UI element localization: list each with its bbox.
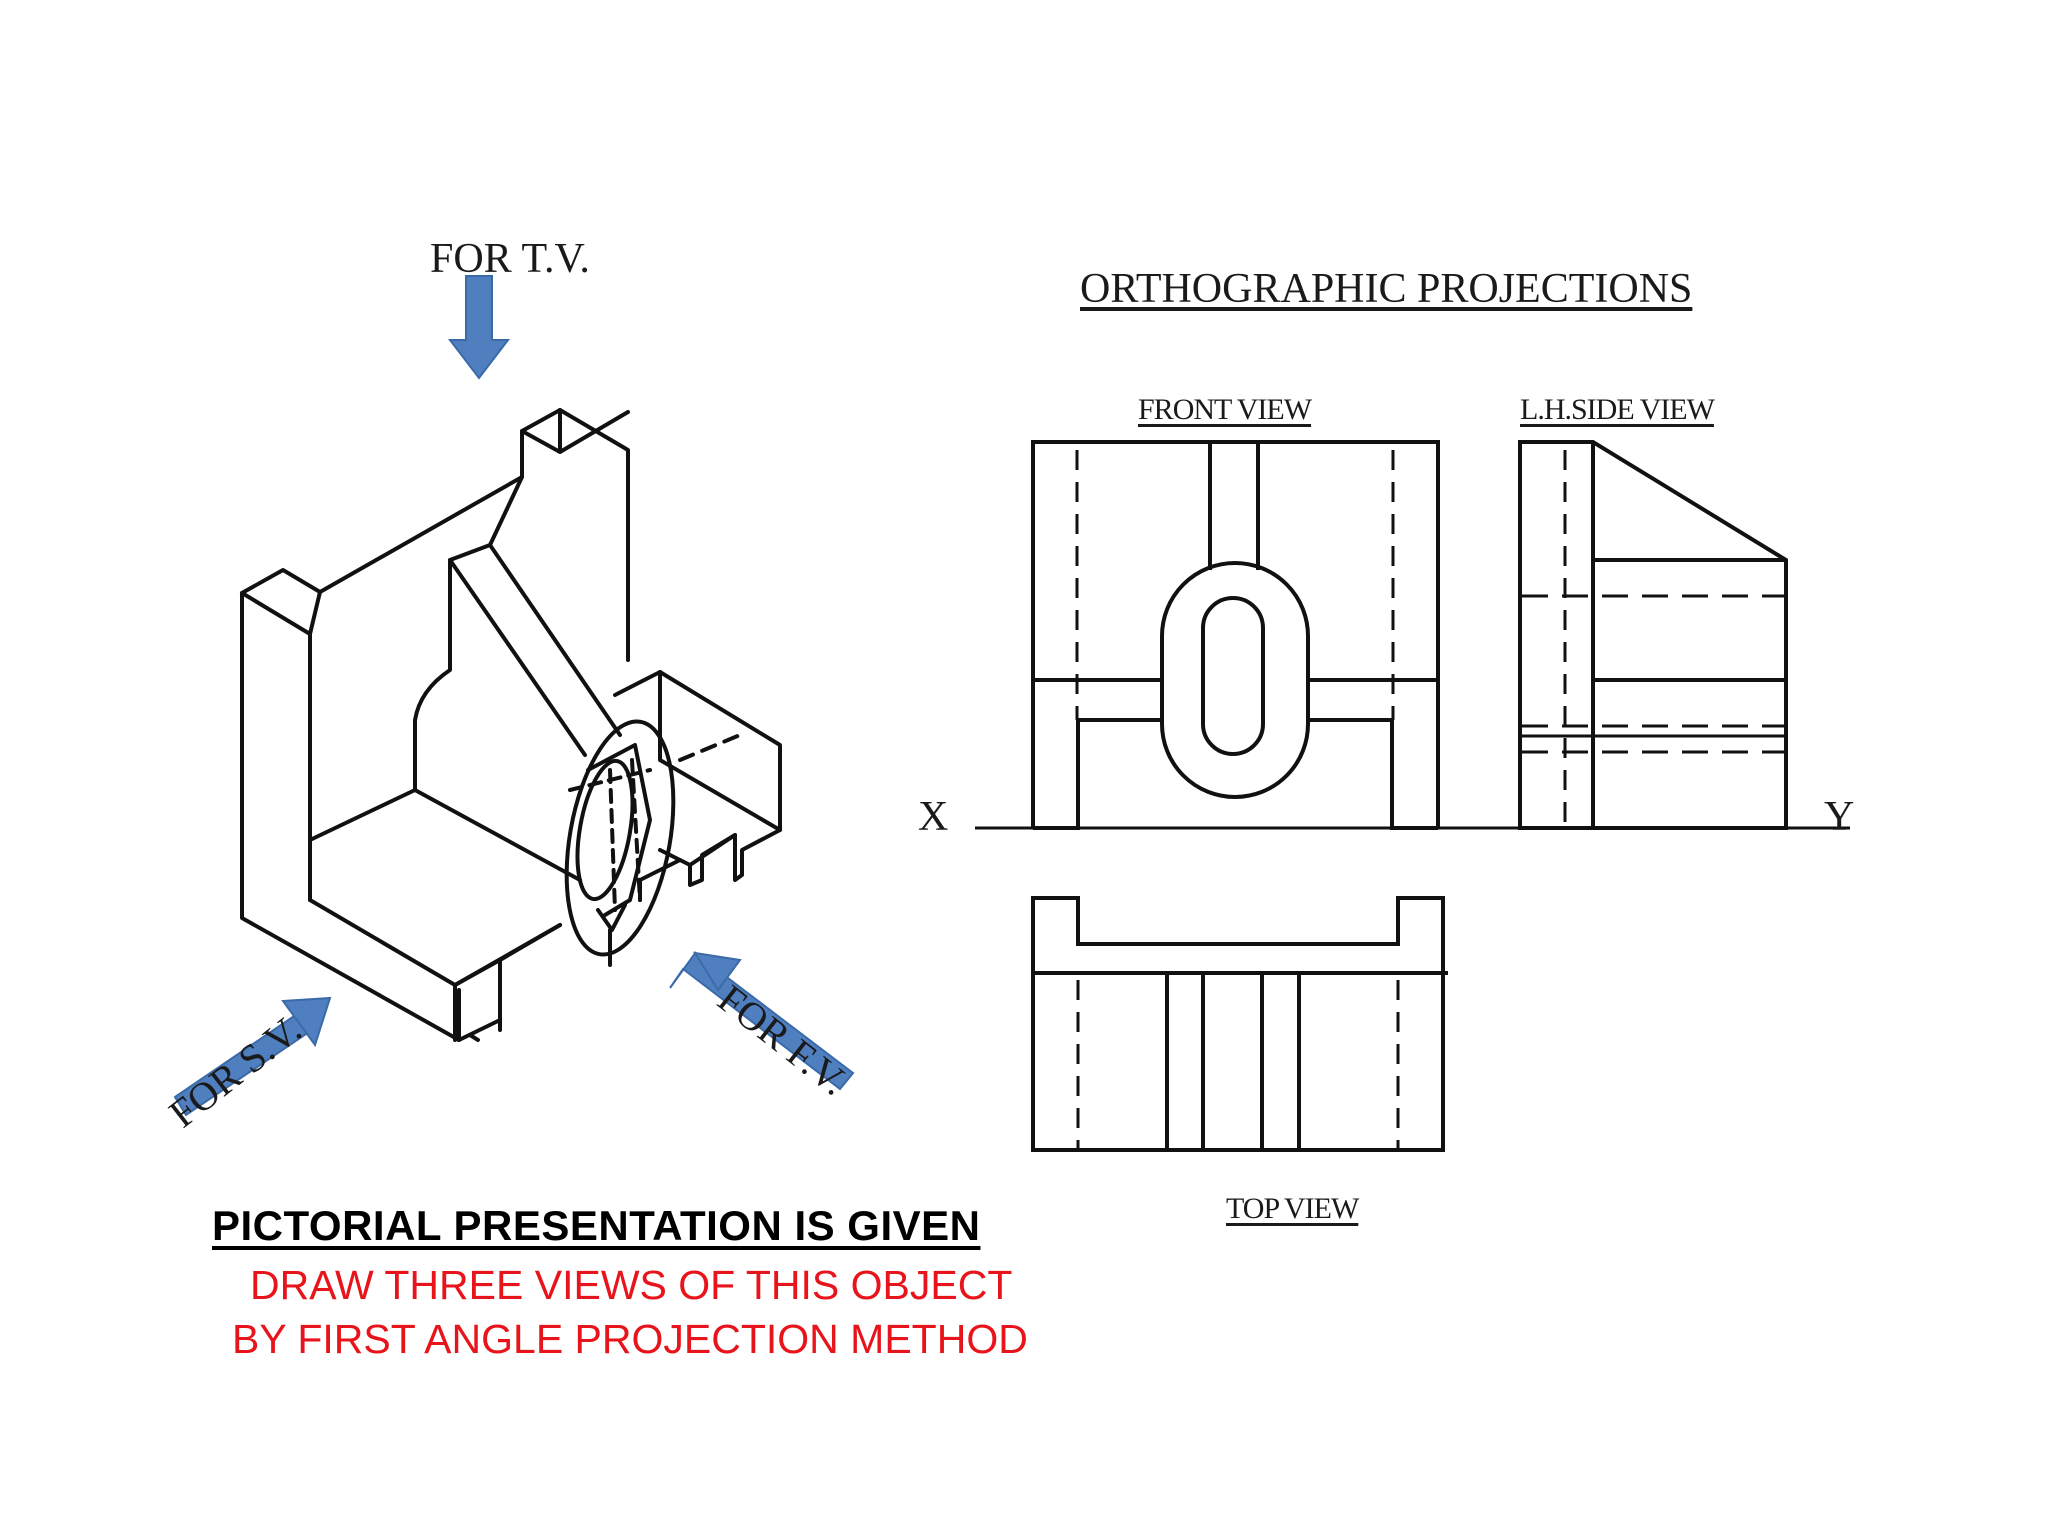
- boss-center-mark: [596, 903, 627, 967]
- back-plate-rear-corner: [308, 558, 452, 842]
- boss-hidden-lines: [568, 758, 652, 912]
- rib-top-edge: [488, 475, 524, 547]
- orthographic-views: [975, 440, 1850, 1152]
- base-plate-front-face: [453, 983, 461, 1042]
- back-plate-top-inner: [308, 590, 322, 636]
- tv-arrow-label: FOR T.V.: [430, 236, 590, 282]
- fv-arrow-head: [693, 951, 742, 992]
- base-foot: [468, 1018, 502, 1042]
- tv-arrow-icon: [447, 275, 511, 380]
- top-view-title: TOP VIEW: [1226, 1192, 1359, 1225]
- front-view-outline: [1031, 440, 1440, 828]
- base-notch: [453, 923, 562, 1022]
- right-block-notch: [658, 833, 737, 867]
- right-block-hidden: [678, 733, 742, 762]
- front-right-foot: [1310, 678, 1438, 830]
- front-boss-hole: [1201, 596, 1265, 756]
- right-block-top-edge: [658, 670, 782, 832]
- rib-web: [448, 543, 622, 757]
- instruction-line-1: DRAW THREE VIEWS OF THIS OBJECT: [250, 1262, 1013, 1308]
- sv-arrow-head: [281, 996, 332, 1048]
- isometric-pictorial: [240, 408, 782, 1042]
- boss-hole-front: [575, 758, 635, 902]
- pictorial-heading: PICTORIAL PRESENTATION IS GIVEN: [212, 1202, 981, 1249]
- front-left-foot: [1033, 678, 1162, 830]
- back-plate-front-edge: [240, 591, 502, 1042]
- top-view-outline: [1031, 896, 1445, 1152]
- orthographic-title: ORTHOGRAPHIC PROJECTIONS: [1080, 266, 1693, 312]
- top-view-drawing: [1031, 896, 1448, 1152]
- front-rib: [1208, 442, 1260, 570]
- front-view-title: FRONT VIEW: [1138, 393, 1312, 426]
- inner-floor-line: [413, 788, 582, 882]
- x-reference-label: X: [918, 794, 949, 840]
- view-arrows: [173, 275, 855, 1117]
- back-plate-outline: [240, 408, 630, 662]
- side-view-outline: [1518, 440, 1788, 830]
- back-plate-slot-top: [520, 408, 630, 454]
- boss-hole-depth: [586, 743, 652, 917]
- back-plate-inner-face: [240, 591, 312, 902]
- side-view-title: L.H.SIDE VIEW: [1520, 393, 1715, 426]
- front-boss: [1160, 561, 1310, 799]
- y-reference-label: Y: [1824, 794, 1855, 840]
- front-view-drawing: [1031, 440, 1440, 830]
- base-plate-top-face: [308, 898, 562, 987]
- boss-outer-ring: [564, 719, 676, 957]
- instruction-line-2: BY FIRST ANGLE PROJECTION METHOD: [232, 1316, 1028, 1362]
- side-view-drawing: [1518, 440, 1788, 830]
